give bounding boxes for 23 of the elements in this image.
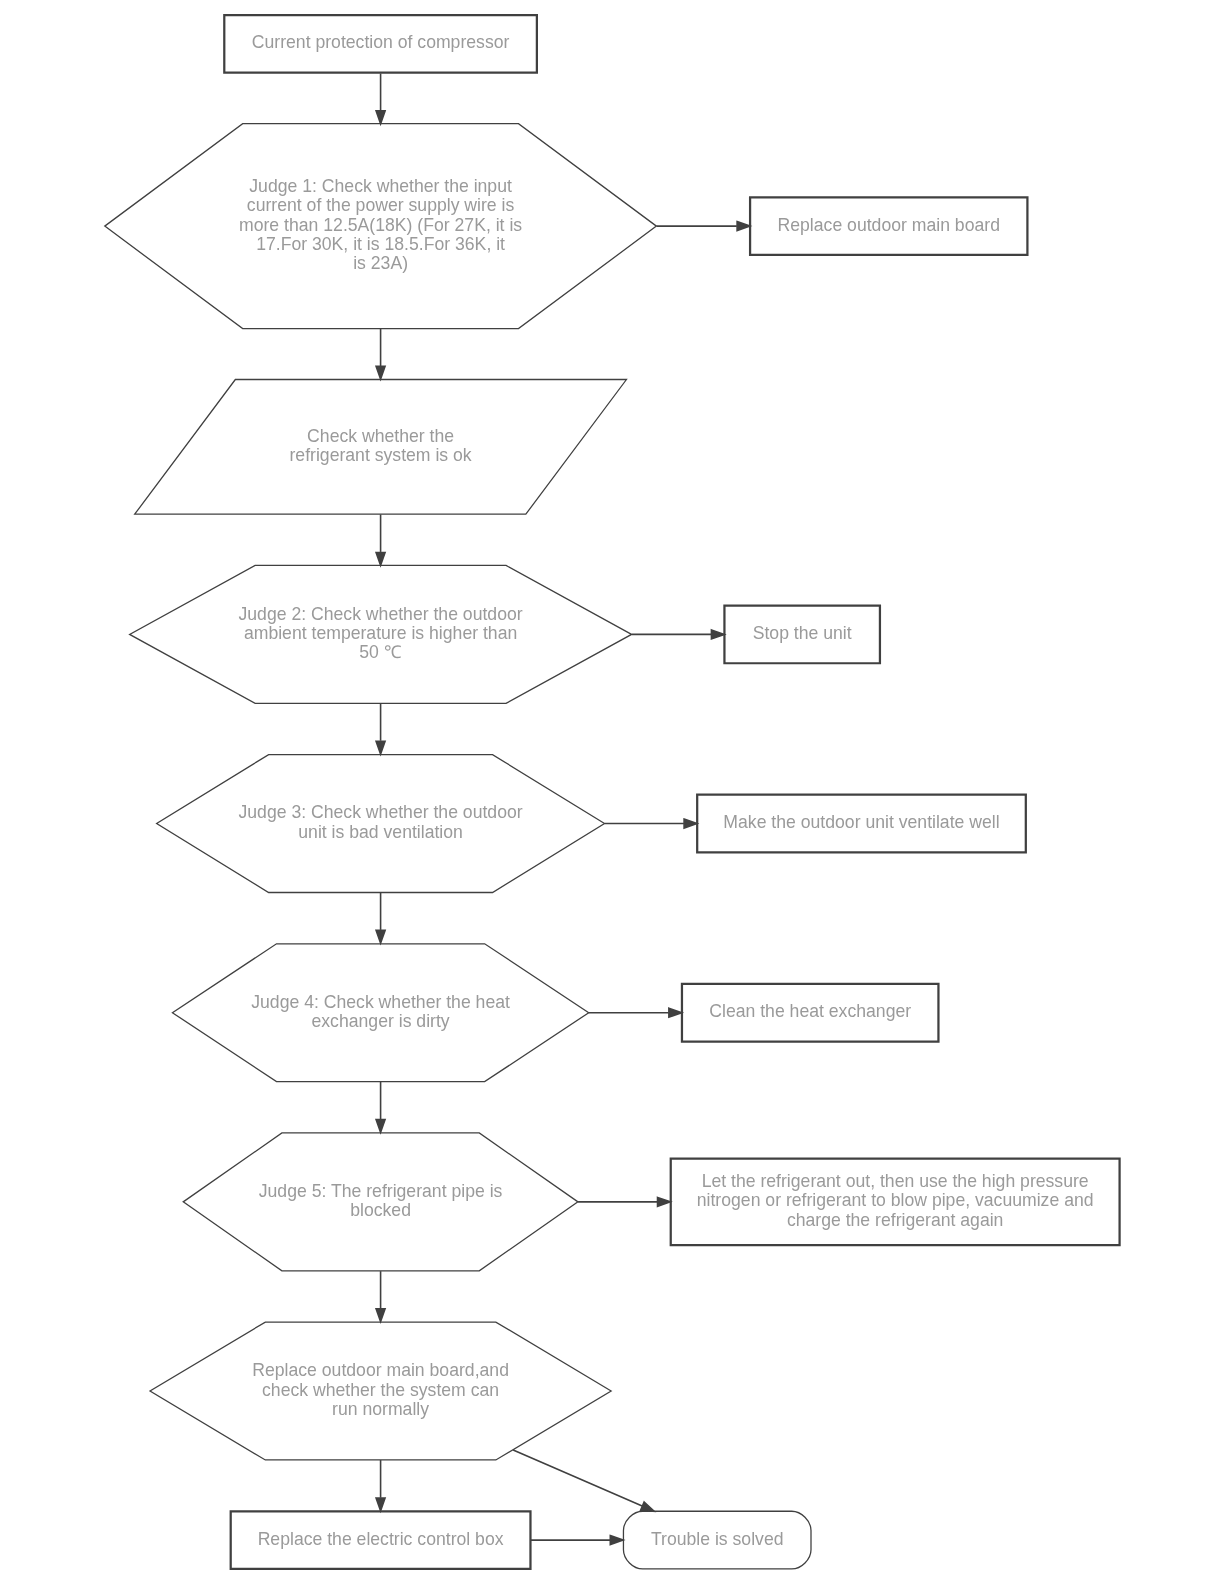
- arrow: [374, 1459, 387, 1514]
- node-box: Replace the electric control box: [229, 1510, 532, 1571]
- node-box: Replace outdoor main board: [748, 196, 1029, 257]
- arrow: [374, 72, 387, 127]
- arrow: [374, 1270, 387, 1324]
- arrow: [603, 817, 700, 830]
- arrow: [374, 892, 387, 946]
- arrow: [529, 1534, 626, 1546]
- arrow: [374, 328, 387, 382]
- node-box: Stop the unit: [723, 604, 882, 665]
- arrow: [374, 1081, 387, 1135]
- node-box: Current protection of compressor: [223, 13, 538, 74]
- node-box: Trouble is solved: [622, 1510, 812, 1570]
- arrow: [577, 1196, 673, 1208]
- arrow: [630, 628, 727, 640]
- arrow: [374, 702, 387, 757]
- node-box: Clean the heat exchanger: [680, 982, 940, 1043]
- arrow: [587, 1007, 685, 1019]
- node-box: Let the refrigerant out, then use the high pressure nitrogen or refrigerant to blow pipe, vacuumize and charge the refrigerant again: [669, 1157, 1121, 1247]
- arrow: [655, 220, 753, 232]
- node-box: Make the outdoor unit ventilate well: [696, 793, 1027, 854]
- arrow: [512, 1449, 657, 1513]
- arrow: [374, 513, 387, 568]
